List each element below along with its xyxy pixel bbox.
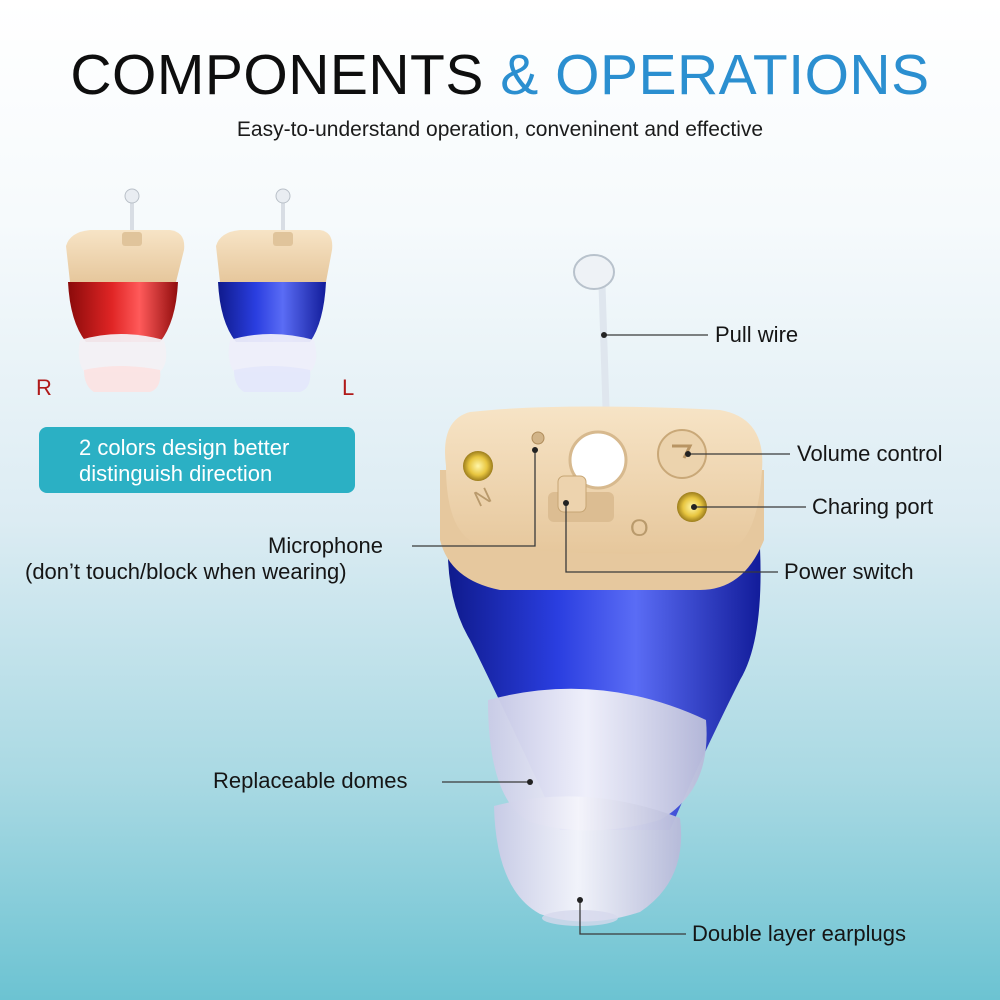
badge-line-1: 2 colors design better — [79, 435, 290, 460]
charging-contact-left — [463, 451, 493, 481]
replaceable-dome — [488, 688, 707, 831]
callout-dots — [527, 332, 697, 903]
page-subtitle: Easy-to-understand operation, conveninen… — [236, 118, 764, 141]
title-components: COMPONENTS — [70, 43, 484, 107]
callout-charging-port: Charing port — [812, 494, 934, 519]
earplug-dome — [494, 796, 682, 922]
badge-line-2: distinguish direction — [79, 461, 273, 486]
callout-microphone: Microphone — [268, 533, 383, 558]
right-device-red — [66, 188, 185, 392]
power-switch-knob — [557, 475, 587, 513]
color-design-badge: 2 colors design better distinguish direc… — [39, 427, 355, 493]
callout-double-layer-earplugs: Double layer earplugs — [692, 921, 907, 946]
page-title: COMPONENTS & OPERATIONS — [0, 42, 1000, 108]
callout-pull-wire: Pull wire — [715, 322, 799, 347]
main-device: N O — [440, 254, 764, 926]
right-side-label: R — [36, 375, 52, 400]
pull-wire-knob — [573, 254, 615, 290]
pull-wire — [598, 281, 610, 412]
callout-microphone-note: (don’t touch/block when wearing) — [25, 559, 347, 584]
callout-volume-control: Volume control — [797, 441, 943, 466]
left-device-blue — [216, 188, 333, 392]
svg-text:O: O — [630, 515, 649, 542]
title-operations: & OPERATIONS — [500, 43, 930, 107]
callout-power-switch: Power switch — [784, 559, 914, 584]
callout-lines — [412, 334, 806, 935]
left-side-label: L — [342, 375, 355, 400]
callout-replaceable-domes: Replaceable domes — [213, 768, 408, 793]
